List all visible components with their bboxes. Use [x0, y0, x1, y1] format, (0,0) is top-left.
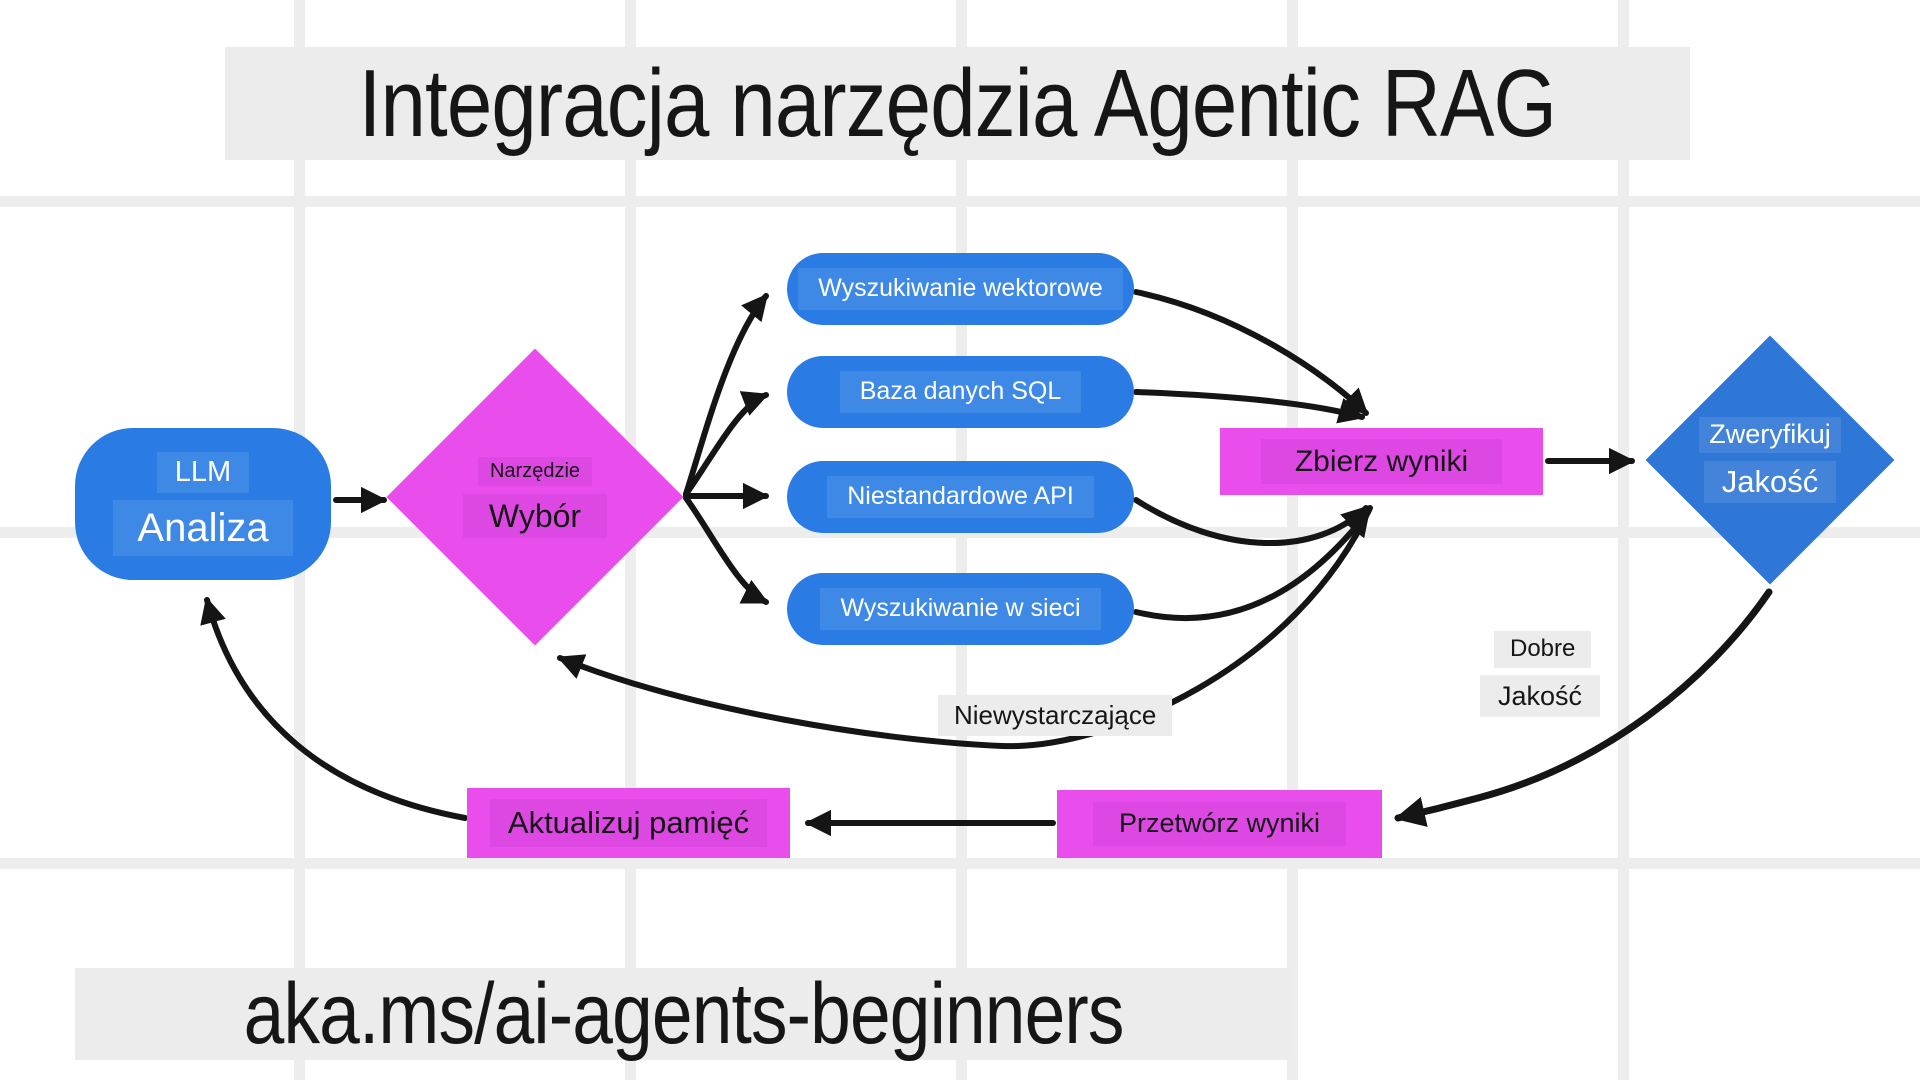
- edge-memory-to-llm: [200, 596, 468, 821]
- tool-choice-tag: Narzędzie: [477, 456, 593, 486]
- gather-results-label: Zbierz wyniki: [1260, 438, 1503, 485]
- node-update-memory: Aktualizuj pamięć: [467, 788, 790, 858]
- node-sql-database: Baza danych SQL: [787, 356, 1134, 428]
- tool-choice-label: Wybór: [462, 493, 608, 538]
- web-search-label: Wyszukiwanie w sieci: [820, 588, 1101, 630]
- node-custom-api: Niestandardowe API: [787, 461, 1134, 533]
- node-process-results: Przetwórz wyniki: [1057, 790, 1382, 858]
- edge-label-good-quality-line1: Dobre: [1494, 631, 1592, 668]
- node-vector-search: Wyszukiwanie wektorowe: [787, 253, 1134, 325]
- edge-choice-to-vector-search: [683, 293, 769, 497]
- llm-tag: LLM: [156, 452, 250, 493]
- footer-banner: aka.ms/ai-agents-beginners: [75, 966, 1292, 1062]
- title-banner: Integracja narzędzia Agentic RAG: [225, 47, 1690, 160]
- node-tool-choice: Narzędzie Wybór: [386, 348, 684, 646]
- edge-web-search-to-gather: [1133, 509, 1371, 622]
- node-verify-quality: Zweryfikuj Jakość: [1645, 335, 1895, 585]
- node-gather-results: Zbierz wyniki: [1220, 428, 1543, 495]
- edge-custom-api-to-gather: [1133, 497, 1369, 547]
- edge-choice-to-web-search: [683, 495, 769, 605]
- edge-insufficient-to-tool-choice: [556, 505, 1373, 750]
- edge-vector-search-to-gather: [1133, 289, 1369, 416]
- verify-quality-tag: Zweryfikuj: [1699, 416, 1841, 453]
- llm-label: Analiza: [113, 499, 293, 556]
- verify-quality-label: Jakość: [1703, 460, 1837, 504]
- edge-label-good-quality-line2: Jakość: [1480, 675, 1601, 718]
- node-llm-analyze: LLM Analiza: [75, 428, 331, 580]
- process-results-label: Przetwórz wyniki: [1092, 802, 1347, 846]
- node-web-search: Wyszukiwanie w sieci: [787, 573, 1134, 645]
- edge-verify-good-to-process: [1394, 588, 1773, 827]
- edge-choice-to-sql-database: [683, 391, 770, 497]
- edge-sql-database-to-gather: [1133, 389, 1366, 424]
- sql-database-label: Baza danych SQL: [839, 371, 1082, 413]
- custom-api-label: Niestandardowe API: [827, 476, 1094, 518]
- update-memory-label: Aktualizuj pamięć: [489, 798, 768, 848]
- footer-url: aka.ms/ai-agents-beginners: [243, 965, 1125, 1062]
- vector-search-label: Wyszukiwanie wektorowe: [798, 268, 1123, 310]
- edge-label-insufficient: Niewystarczające: [938, 695, 1173, 737]
- diagram-title: Integracja narzędzia Agentic RAG: [358, 49, 1557, 157]
